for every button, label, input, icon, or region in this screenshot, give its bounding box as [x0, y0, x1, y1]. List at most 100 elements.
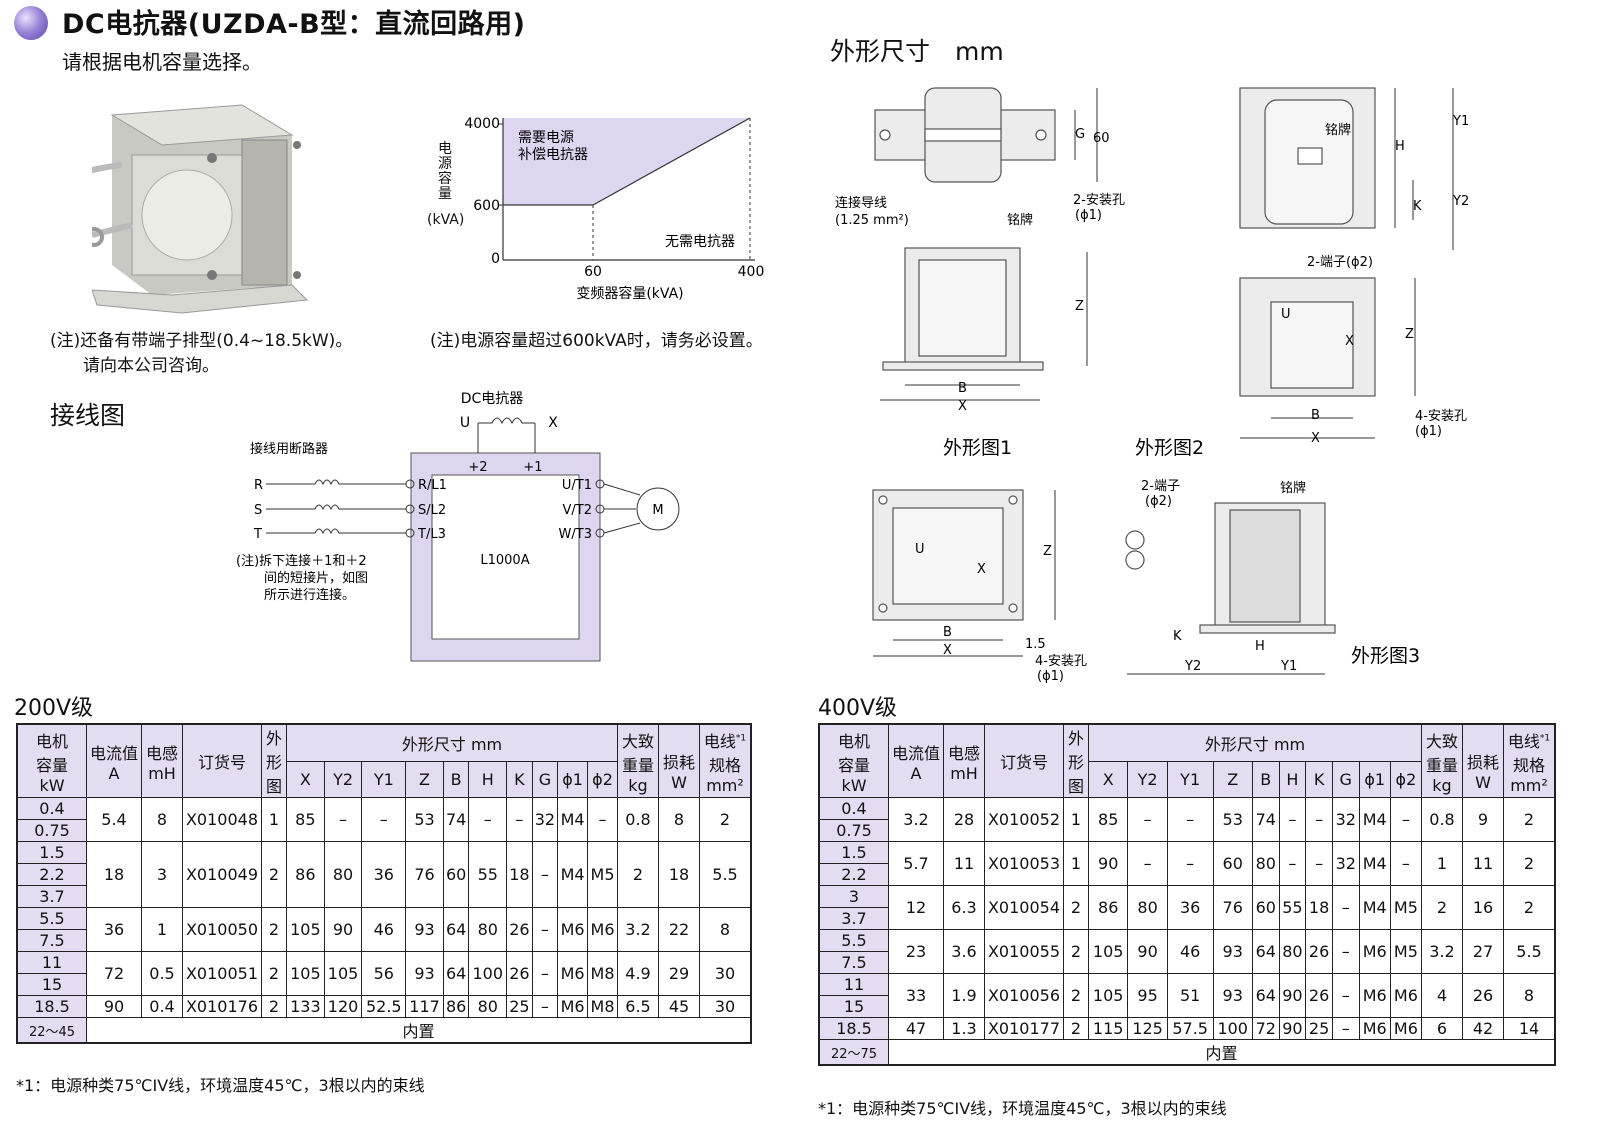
value-cell: M5 — [1389, 929, 1423, 974]
value-cell: 93 — [1212, 929, 1253, 974]
kw-cell: 2.2 — [16, 863, 87, 886]
value-cell: 1.9 — [943, 973, 985, 1018]
inverter-model: L1000A — [480, 553, 529, 568]
kw-cell: 3 — [818, 885, 889, 908]
col-dim-0: X — [1087, 760, 1129, 799]
header-text: 容量 — [35, 755, 68, 775]
value-cell: 74 — [442, 797, 470, 842]
header-text: 损耗 — [1466, 753, 1499, 772]
kw-cell: 22～45 — [16, 1017, 87, 1044]
value-cell: 2 — [261, 907, 287, 952]
value-cell: 23 — [888, 929, 944, 974]
value-cell: 6 — [1421, 1017, 1463, 1040]
col-dim-6: K — [1305, 760, 1333, 799]
graph-note: (注)电源容量超过600kVA时，请务必设置。 — [430, 331, 763, 351]
header-text: Z — [1227, 769, 1239, 789]
value-cell: 14 — [1503, 1017, 1556, 1040]
header-text: Z — [419, 769, 431, 789]
value-cell: 105 — [286, 951, 325, 996]
value-cell: – — [1166, 841, 1214, 886]
value-cell: M6 — [1358, 1017, 1391, 1040]
header-text: kg — [628, 775, 648, 795]
value-cell: – — [1305, 841, 1333, 886]
value-cell: M6 — [557, 951, 589, 996]
term2-label-2: 2-端子(ϕ2) — [1307, 255, 1373, 270]
region-required-label-1: 需要电源 — [518, 130, 574, 146]
value-cell: 64 — [442, 951, 470, 996]
dim-h-2: H — [1395, 139, 1405, 154]
dim-h-3: H — [1255, 639, 1265, 654]
value-cell: 125 — [1127, 1017, 1168, 1040]
reactor-photo — [92, 104, 309, 314]
value-cell: 53 — [405, 797, 444, 842]
nameplate-label-3: 铭牌 — [1280, 480, 1306, 496]
header-text: mH — [148, 763, 176, 783]
value-cell: X010055 — [984, 929, 1064, 974]
value-cell: 105 — [286, 907, 325, 952]
value-cell: 120 — [323, 995, 363, 1018]
footnote-mark: *1 — [1539, 733, 1551, 744]
photo-note-2: 请向本公司咨询。 — [83, 356, 219, 376]
value-cell: 18 — [658, 841, 700, 908]
ytick-0: 0 — [491, 251, 500, 267]
value-cell: – — [531, 951, 559, 996]
value-cell: 26 — [506, 951, 533, 996]
header-text: 电线*1 — [700, 728, 750, 752]
value-cell: 26 — [1305, 929, 1333, 974]
value-cell: 64 — [1251, 929, 1280, 974]
table-row: 2.2 — [818, 863, 1555, 886]
dim-b-3: B — [943, 625, 952, 640]
col-order-no: 订货号 — [182, 723, 262, 798]
header-text: K — [1313, 769, 1325, 789]
header-text: mH — [950, 763, 978, 783]
value-cell: 55 — [1278, 885, 1307, 930]
value-cell: X010051 — [182, 951, 262, 996]
value-cell: 90 — [323, 907, 363, 952]
term-x-3: X — [977, 562, 986, 577]
table200-footnote: *1：电源种类75℃IV线，环境温度45℃，3根以内的束线 — [16, 1076, 425, 1095]
header-text: 电机 — [837, 731, 870, 751]
table-row: 0.75 — [16, 819, 751, 842]
value-cell: M6 — [557, 995, 589, 1018]
value-cell: 2 — [1063, 885, 1089, 930]
kw-cell: 0.75 — [16, 819, 87, 842]
value-cell: 27 — [1462, 929, 1504, 974]
value-cell: 60 — [442, 841, 470, 908]
value-cell: 2 — [1063, 1017, 1089, 1040]
value-cell: – — [1389, 797, 1423, 842]
value-cell: 36 — [361, 841, 407, 908]
value-cell: 90 — [1087, 841, 1129, 886]
value-cell: 8 — [658, 797, 700, 842]
value-cell: 5.5 — [699, 841, 752, 908]
wiring-note-3: 所示进行连接。 — [264, 587, 355, 603]
value-cell: X010056 — [984, 973, 1064, 1018]
col-dim-9: ϕ2 — [587, 760, 618, 799]
ytick-4000: 4000 — [464, 116, 500, 132]
fig1-caption: 外形图1 — [943, 437, 1012, 459]
input-t: T — [253, 527, 262, 542]
lead-wire-label: 连接导线 — [835, 195, 887, 211]
col-dim-3: Z — [405, 760, 444, 799]
table-row: 15 — [818, 995, 1555, 1018]
header-text: 订货号 — [197, 753, 246, 772]
value-cell: 90 — [1278, 1017, 1307, 1040]
value-cell: M6 — [1389, 973, 1423, 1018]
header-text: mm² — [1510, 775, 1548, 795]
value-cell: 0.4 — [141, 995, 183, 1018]
value-cell: 72 — [1251, 1017, 1280, 1040]
value-cell: 1 — [1063, 841, 1089, 886]
dim-y2-3: Y2 — [1184, 659, 1201, 674]
value-cell: – — [1331, 973, 1360, 1018]
col-dim-9: ϕ2 — [1389, 760, 1423, 799]
mount2-phi: (ϕ1) — [1075, 208, 1102, 223]
value-cell: 42 — [1462, 1017, 1504, 1040]
value-cell: 2 — [261, 951, 287, 996]
